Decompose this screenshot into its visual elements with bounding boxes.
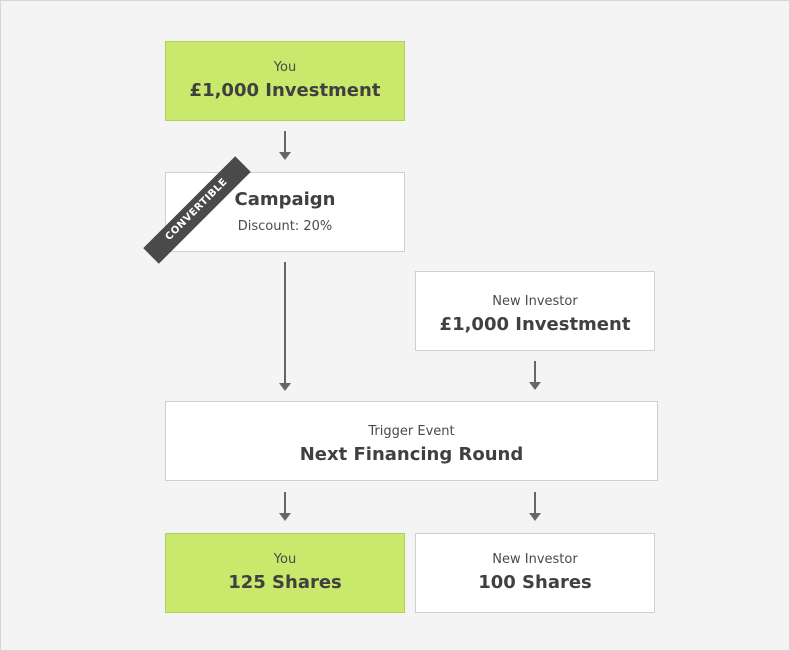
arrow-down-icon xyxy=(279,262,291,392)
new-investor-shares-value: 100 Shares xyxy=(478,572,592,593)
you-shares-label: You xyxy=(273,552,297,567)
you-investment-value: £1,000 Investment xyxy=(189,80,381,101)
arrow-down-icon xyxy=(529,492,541,522)
you-investment-label: You xyxy=(273,60,297,75)
convertible-ribbon: CONVERTIBLE xyxy=(143,156,276,264)
arrow-down-icon xyxy=(279,131,291,161)
campaign-title: Campaign xyxy=(234,189,336,210)
new-investor-investment-label: New Investor xyxy=(492,294,578,309)
you-investment-box: You £1,000 Investment xyxy=(165,41,405,121)
trigger-event-value: Next Financing Round xyxy=(299,444,524,465)
new-investor-investment-box: New Investor £1,000 Investment xyxy=(415,271,655,351)
trigger-event-box: Trigger Event Next Financing Round xyxy=(165,401,658,481)
new-investor-shares-box: New Investor 100 Shares xyxy=(415,533,655,613)
you-shares-value: 125 Shares xyxy=(228,572,342,593)
ribbon-label: CONVERTIBLE xyxy=(143,156,251,264)
you-shares-box: You 125 Shares xyxy=(165,533,405,613)
new-investor-shares-label: New Investor xyxy=(492,552,578,567)
campaign-discount: Discount: 20% xyxy=(237,219,333,234)
new-investor-investment-value: £1,000 Investment xyxy=(439,314,631,335)
trigger-event-label: Trigger Event xyxy=(368,424,455,439)
arrow-down-icon xyxy=(529,361,541,391)
campaign-box: CONVERTIBLE Campaign Discount: 20% xyxy=(143,156,405,264)
arrow-down-icon xyxy=(279,492,291,522)
